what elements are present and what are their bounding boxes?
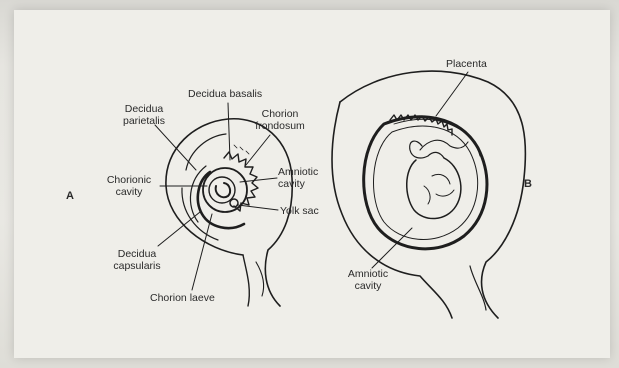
label-amniotic-cavity-a: Amniotic cavity: [278, 166, 318, 190]
panel-b-label: B: [524, 178, 532, 190]
label-yolk-sac: Yolk sac: [280, 205, 319, 217]
label-decidua-parietalis: Decidua parietalis: [112, 103, 176, 127]
label-decidua-capsularis: Decidua capsularis: [104, 248, 170, 272]
label-chorionic-cavity: Chorionic cavity: [98, 174, 160, 198]
label-chorion-laeve: Chorion laeve: [150, 292, 215, 304]
panel-a-label: A: [66, 190, 74, 202]
label-placenta: Placenta: [446, 58, 487, 70]
label-amniotic-cavity-b: Amniotic cavity: [338, 268, 398, 292]
label-decidua-basalis: Decidua basalis: [188, 88, 262, 100]
label-chorion-frondosum: Chorion frondosum: [250, 108, 310, 132]
